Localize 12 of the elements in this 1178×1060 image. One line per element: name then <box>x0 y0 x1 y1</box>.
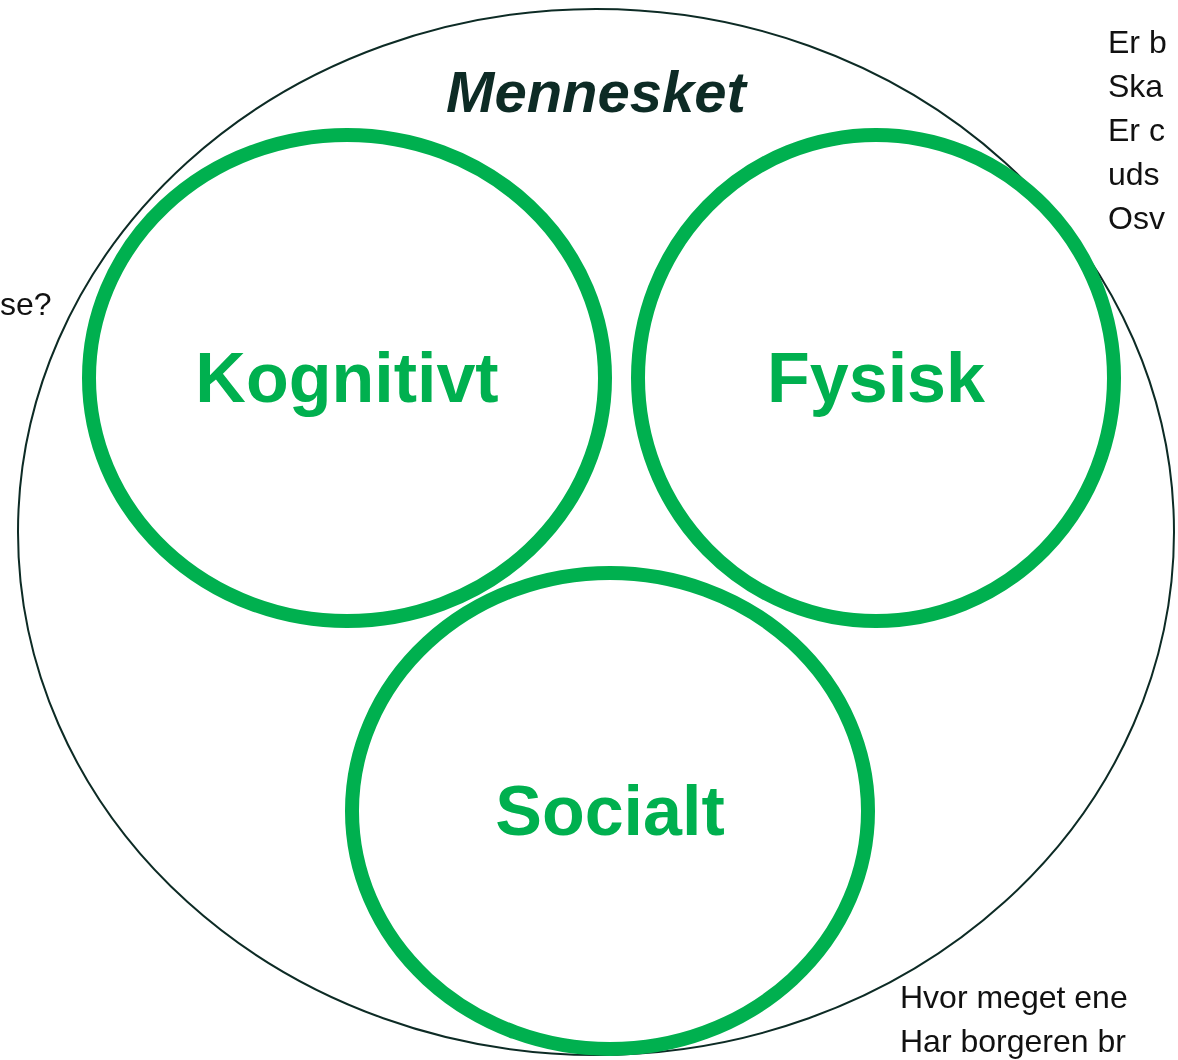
note-text: Har borgeren br <box>900 1022 1126 1060</box>
note-text: Osv <box>1108 199 1165 238</box>
category-label: Socialt <box>495 771 725 851</box>
note-text: Er c <box>1108 111 1165 150</box>
note-text: uds <box>1108 155 1160 194</box>
note-text: Hvor meget ene <box>900 978 1128 1017</box>
heading-text: Mennesket <box>446 58 746 125</box>
category-label: Kognitivt <box>195 338 499 418</box>
note-text: se? <box>0 285 52 324</box>
category-label: Fysisk <box>767 338 985 418</box>
note-text: Er b <box>1108 23 1167 62</box>
note-text: Ska <box>1108 67 1164 106</box>
